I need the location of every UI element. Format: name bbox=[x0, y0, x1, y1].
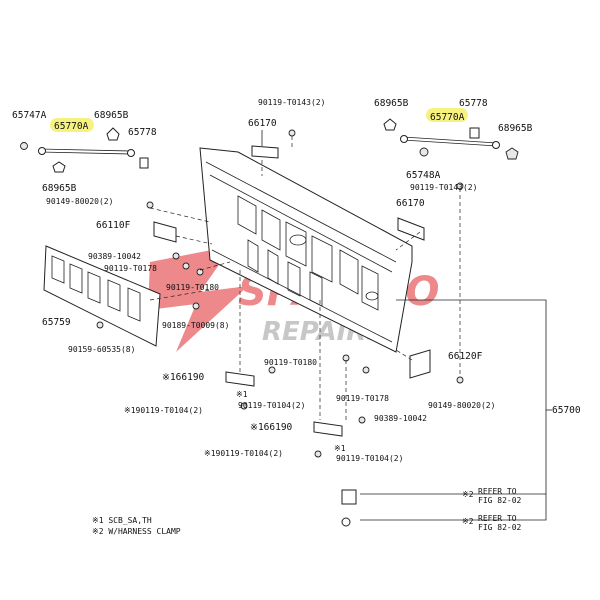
highlight-right-65770a bbox=[426, 108, 468, 122]
hinge-66170-top bbox=[251, 130, 279, 159]
bolt-68965b-right bbox=[505, 147, 519, 160]
dashed-leaders bbox=[149, 136, 461, 420]
label-68965b-top-left: 68965B bbox=[94, 110, 129, 121]
label-90119-t0180-left: 90119-T0180 bbox=[166, 283, 219, 292]
part-labels: 65747A 65770A 68965B 65778 68965B 90149-… bbox=[12, 98, 581, 532]
label-90389-10042-left: 90389-10042 bbox=[88, 252, 141, 261]
label-65778-left: 65778 bbox=[128, 127, 157, 138]
clamp-ref-upper bbox=[341, 489, 357, 505]
hinge-66170-right bbox=[397, 217, 425, 241]
label-1-upper: ※1 bbox=[236, 390, 248, 399]
bracket-66120f bbox=[409, 349, 431, 379]
label-65770a-right: 65770A bbox=[430, 112, 465, 123]
label-1-lower: ※1 bbox=[334, 444, 346, 453]
label-refer2-mark: ※2 bbox=[462, 517, 474, 526]
label-refer1-mark: ※2 bbox=[462, 490, 474, 499]
bolt-65748a bbox=[419, 147, 429, 157]
bolt-68965b-bottom-left bbox=[52, 161, 66, 173]
label-refer1-line1: REFER TO bbox=[478, 487, 517, 496]
footnote-1: ※1 SCB_SA,TH bbox=[92, 516, 152, 525]
label-190119-t0104-left-lower: ※190119-T0104(2) bbox=[204, 449, 283, 458]
clamp-ref-lower bbox=[341, 517, 351, 527]
label-65748a: 65748A bbox=[406, 170, 441, 181]
footnotes: ※1 SCB_SA,TH ※2 W/HARNESS CLAMP bbox=[92, 515, 181, 537]
bolt-68965b-top-right bbox=[383, 118, 397, 131]
label-90189-t0009: 90189-T0009(8) bbox=[162, 321, 229, 330]
label-166190-upper: ※166190 bbox=[162, 372, 205, 383]
label-90149-80020-left: 90149-80020(2) bbox=[46, 197, 113, 206]
label-90119-t0178-center: 90119-T0178 bbox=[336, 394, 389, 403]
left-support-cable bbox=[20, 127, 149, 173]
bracket-65700 bbox=[360, 299, 552, 521]
label-66170-top: 66170 bbox=[248, 118, 277, 129]
label-90119-t0143-top: 90119-T0143(2) bbox=[258, 98, 325, 107]
right-support-cable bbox=[383, 118, 519, 160]
highlight-left-65770a bbox=[50, 118, 94, 132]
label-65778-right: 65778 bbox=[459, 98, 488, 109]
label-refer2-line2: FIG 82-02 bbox=[478, 523, 522, 532]
bracket-66110f bbox=[153, 221, 177, 243]
label-68965b-right: 68965B bbox=[498, 123, 533, 134]
tailgate-panel bbox=[199, 147, 413, 353]
label-190119-t0104-left-upper: ※190119-T0104(2) bbox=[124, 406, 203, 415]
label-90119-t0143-right: 90119-T0143(2) bbox=[410, 183, 477, 192]
label-65747a: 65747A bbox=[12, 110, 47, 121]
label-refer1-line2: FIG 82-02 bbox=[478, 496, 522, 505]
label-68965b-top-right: 68965B bbox=[374, 98, 409, 109]
label-66120f: 66120F bbox=[448, 351, 483, 362]
footnote-2: ※2 W/HARNESS CLAMP bbox=[92, 527, 181, 536]
small-bolts bbox=[96, 129, 464, 458]
label-90119-t0104-lower: 90119-T0104(2) bbox=[336, 454, 403, 463]
clip-65778-left bbox=[139, 157, 149, 169]
label-65700: 65700 bbox=[552, 405, 581, 416]
label-68965b-bottom-left: 68965B bbox=[42, 183, 77, 194]
label-90159-60535: 90159-60535(8) bbox=[68, 345, 135, 354]
label-66110f: 66110F bbox=[96, 220, 131, 231]
label-166190-lower: ※166190 bbox=[250, 422, 293, 433]
label-90119-t0104-upper: 90119-T0104(2) bbox=[238, 401, 305, 410]
label-refer2-line1: REFER TO bbox=[478, 514, 517, 523]
bolt-65747a bbox=[20, 142, 28, 150]
label-65759: 65759 bbox=[42, 317, 71, 328]
label-66170-right: 66170 bbox=[396, 198, 425, 209]
label-90119-t0178-left: 90119-T0178 bbox=[104, 264, 157, 273]
label-65770a-left: 65770A bbox=[54, 121, 89, 132]
label-90119-t0180-center: 90119-T0180 bbox=[264, 358, 317, 367]
label-90149-80020-right: 90149-80020(2) bbox=[428, 401, 495, 410]
striker-66190-upper bbox=[225, 371, 255, 387]
striker-66190-lower bbox=[313, 421, 343, 437]
label-90389-10042-center: 90389-10042 bbox=[374, 414, 427, 423]
cover-plate-65759 bbox=[43, 245, 161, 347]
clip-65778-right bbox=[469, 127, 480, 139]
bolt-68965b-top-left bbox=[106, 127, 120, 141]
